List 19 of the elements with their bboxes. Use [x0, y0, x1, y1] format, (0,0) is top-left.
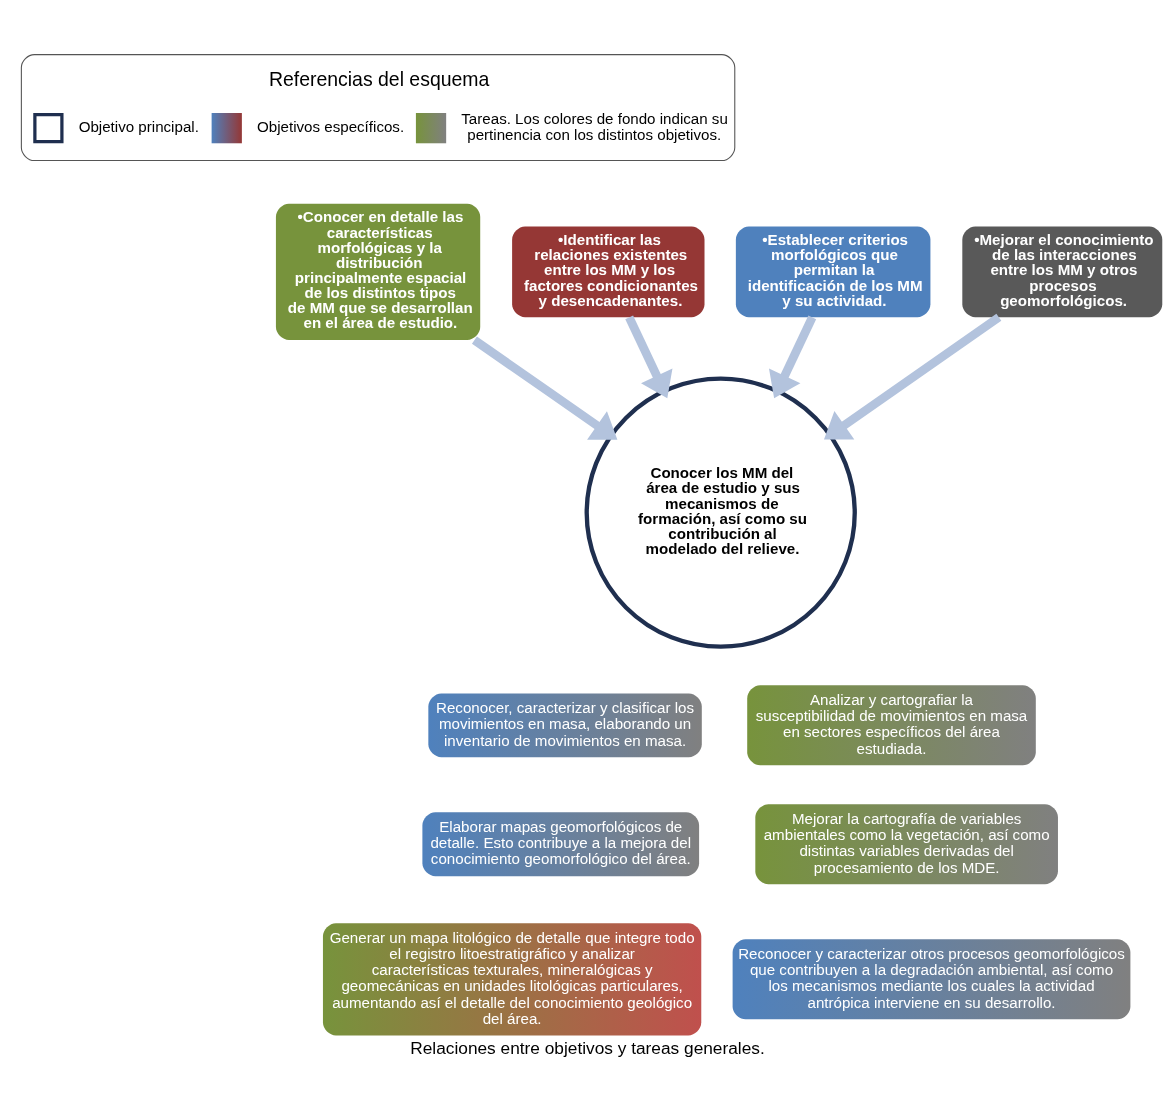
arrow — [625, 314, 673, 398]
node-box: Reconocer y caracterizar otros procesos geomorfológicos que contribuyen a la degradación ambiental, así como los mecanismos mediante los cuales la actividad antrópica interviene en su desarrollo. — [732, 938, 1131, 1019]
node-box: Mejorar la cartografía de variables ambientales como la vegetación, así como distintas variables derivadas del procesamiento de los MDE. — [755, 803, 1058, 884]
node-box: •Establecer criterios morfológicos que permitan la identificación de los MM y su actividad. — [735, 226, 931, 317]
label: Referencias del esquema — [268, 67, 490, 90]
arrow — [824, 313, 1002, 439]
node-box: Analizar y cartografiar la susceptibilidad de movimientos en masa en sectores específicos del área estudiada. — [747, 684, 1036, 765]
node-box: •Conocer en detalle las características morfológicas y la distribución principalmente espacial de los distintos tipos de MM que se desarrollan en el área de estudio. — [275, 203, 481, 340]
caption: Relaciones entre objetivos y tareas generales. — [410, 1037, 765, 1058]
legend-label: Tareas. Los colores de fondo indican su pertinencia con los distintos objetivos. — [461, 109, 728, 143]
node-box: Elaborar mapas geomorfológicos de detalle. Esto contribuye a la mejora del conocimiento geomorfológico del área. — [422, 811, 700, 876]
node-box: Reconocer, caracterizar y clasificar los movimientos en masa, elaborando un inventario de movimientos en masa. — [428, 692, 702, 757]
node-box: •Identificar las relaciones existentes entre los MM y los factores condicionantes y desencadenantes. — [512, 226, 705, 317]
arrow — [768, 314, 817, 398]
legend-label: Objetivo principal. — [78, 117, 199, 135]
arrow — [471, 336, 618, 440]
node-box: •Mejorar el conocimiento de las interacciones entre los MM y otros procesos geomorfológicos. — [962, 226, 1163, 317]
legend-label: Objetivos específicos. — [257, 117, 405, 135]
node-box: Generar un mapa litológico de detalle que integre todo el registro litoestratigráfico y analizar características texturales, mineralógicas y geomecánicas en unidades litológicas particulares, aumentando así el detalle del conocimiento geológico del área. — [322, 922, 702, 1036]
